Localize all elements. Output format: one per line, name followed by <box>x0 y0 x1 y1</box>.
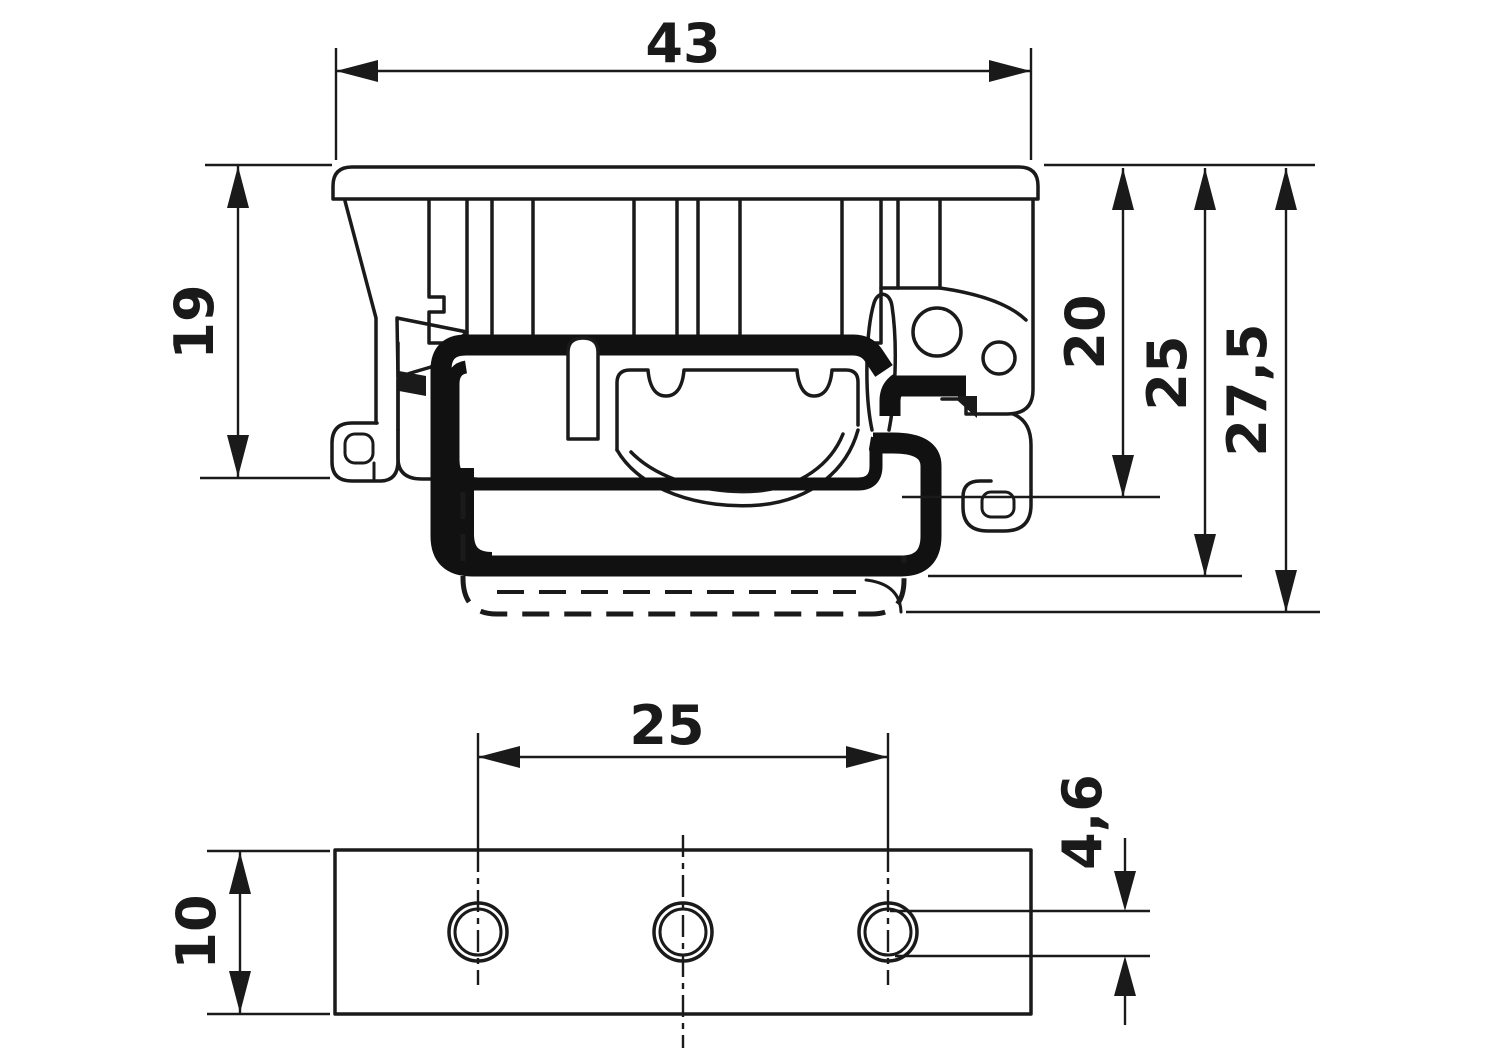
profile-top-bar <box>331 165 1040 201</box>
rail-dashed-position <box>460 492 907 617</box>
dimension-20: 20 <box>902 168 1160 499</box>
hat-rail-section <box>446 360 883 491</box>
right-foot-slot <box>980 490 1016 519</box>
dim-label-19: 19 <box>163 284 226 359</box>
dim-label-27-5: 27,5 <box>1216 323 1279 456</box>
dimension-25-side: 25 <box>928 168 1242 578</box>
left-foot-slot <box>343 432 375 465</box>
dim-label-20: 20 <box>1054 294 1117 369</box>
side-section-view: 43 19 20 25 <box>163 12 1320 617</box>
dimension-27-5: 27,5 <box>906 168 1320 614</box>
dimension-25-pitch: 25 <box>478 694 888 768</box>
clip-tooth <box>399 371 426 396</box>
profile-body-left <box>396 341 470 481</box>
g-rail-section <box>430 334 942 577</box>
right-hole-large <box>911 306 963 358</box>
dim-label-10: 10 <box>165 894 228 969</box>
profile-comb <box>427 198 1028 345</box>
dimension-10: 10 <box>165 849 330 1016</box>
dim-label-25-pitch: 25 <box>629 694 704 757</box>
right-chamber-curve <box>938 286 1028 322</box>
dimension-4-6: 4,6 <box>890 774 1150 1025</box>
bottom-plate-view: 25 10 4,6 <box>165 694 1150 1048</box>
lever-curve-inner <box>629 432 845 494</box>
dim-label-43: 43 <box>645 12 720 75</box>
g-rail-step-elbow <box>879 374 906 416</box>
right-foot <box>961 412 1033 533</box>
dim-label-25-side: 25 <box>1136 335 1199 410</box>
dim-label-4-6: 4,6 <box>1051 774 1114 870</box>
comb-tooth-1 <box>427 198 469 345</box>
dimension-19: 19 <box>163 163 332 480</box>
dimension-43: 43 <box>334 12 1033 160</box>
mounting-holes <box>447 901 919 963</box>
right-hole-small <box>981 340 1017 376</box>
release-tab <box>566 336 600 441</box>
left-foot <box>330 421 400 483</box>
rail-sections <box>399 334 977 577</box>
hole-centerlines <box>476 733 890 1048</box>
g-rail-lip <box>958 396 977 418</box>
